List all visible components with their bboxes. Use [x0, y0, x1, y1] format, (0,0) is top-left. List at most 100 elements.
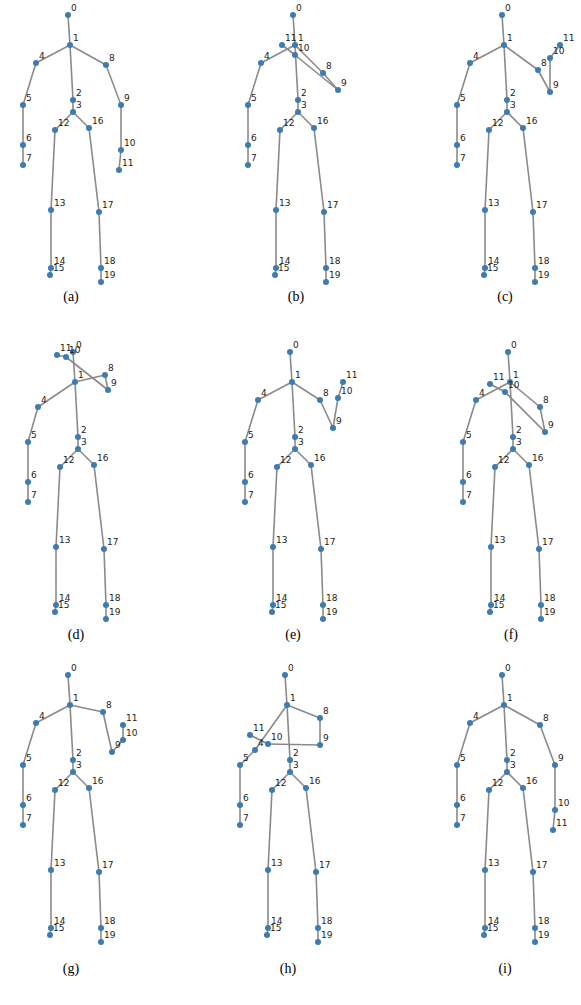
joint-number: 4	[39, 712, 45, 721]
joint-dot	[481, 932, 487, 938]
joint-number: 15	[493, 601, 504, 610]
joint-dot	[48, 867, 54, 873]
joint-dot	[25, 439, 31, 445]
joint-number: 3	[301, 101, 307, 110]
joint-number: 12	[58, 119, 69, 128]
joint-number: 12	[58, 779, 69, 788]
joint-number: 19	[321, 931, 332, 940]
joint-number: 17	[102, 201, 113, 210]
bone-line	[491, 467, 495, 547]
joint-number: 13	[494, 536, 505, 545]
joint-dot	[96, 209, 102, 215]
joint-dot	[320, 70, 326, 76]
joint-dot	[538, 602, 544, 608]
joint-dot	[289, 379, 295, 385]
joint-dot	[320, 602, 326, 608]
joint-number: 10	[553, 47, 564, 56]
joint-dot	[535, 67, 541, 73]
joint-dot	[72, 379, 78, 385]
bone-line	[239, 765, 241, 805]
joint-dot	[532, 939, 538, 945]
joint-dot	[237, 762, 243, 768]
joint-number: 11	[253, 724, 264, 733]
joint-dot	[492, 464, 498, 470]
joint-number: 8	[106, 701, 112, 710]
joint-number: 11	[285, 34, 296, 43]
joint-number: 2	[298, 426, 304, 435]
bone-line	[457, 63, 470, 105]
joint-number: 11	[563, 34, 574, 43]
joint-dot	[277, 127, 283, 133]
bone-line	[510, 382, 513, 437]
joint-number: 12	[63, 456, 74, 465]
joint-number: 6	[248, 471, 254, 480]
joint-number: 15	[487, 264, 498, 273]
bone-line	[247, 105, 249, 145]
bone-line	[103, 712, 112, 752]
joint-number: 1	[513, 371, 519, 380]
joint-number: 8	[108, 364, 114, 373]
skeleton	[242, 349, 346, 622]
joint-number: 18	[326, 594, 337, 603]
skeleton	[454, 12, 563, 285]
bone-line	[504, 45, 538, 70]
joint-dot	[20, 142, 26, 148]
bone-line	[23, 63, 36, 105]
bone-line	[51, 790, 55, 870]
joint-number: 17	[327, 201, 338, 210]
joint-number: 4	[261, 389, 267, 398]
joint-dot	[25, 499, 31, 505]
joint-number: 19	[326, 608, 337, 617]
joint-number: 12	[280, 456, 291, 465]
bone-line	[99, 872, 101, 928]
joint-dot	[25, 479, 31, 485]
joint-number: 15	[275, 601, 286, 610]
joint-number: 5	[251, 94, 257, 103]
bone-line	[245, 400, 258, 442]
skeleton	[237, 672, 323, 945]
joint-number: 17	[319, 861, 330, 870]
joint-dot	[70, 109, 76, 115]
joint-number: 6	[460, 134, 466, 143]
bone-line	[99, 212, 101, 268]
joint-dot	[536, 546, 542, 552]
joint-number: 4	[264, 52, 270, 61]
joint-number: 18	[321, 917, 332, 926]
bone-line	[94, 465, 104, 549]
joint-number: 3	[81, 438, 87, 447]
joint-number: 6	[26, 794, 32, 803]
bone-line	[66, 357, 108, 390]
joint-dot	[70, 757, 76, 763]
bone-line	[549, 58, 551, 92]
joint-dot	[502, 389, 508, 395]
joint-dot	[547, 55, 553, 61]
joint-dot	[330, 425, 336, 431]
joint-number: 8	[323, 389, 329, 398]
joint-dot	[318, 546, 324, 552]
bone-line	[457, 723, 470, 765]
bone-line	[540, 725, 555, 765]
joint-dot	[460, 439, 466, 445]
bone-line	[267, 870, 269, 928]
joint-number: 8	[541, 59, 547, 68]
bone-line	[311, 465, 321, 549]
joint-number: 16	[526, 777, 537, 786]
joint-dot	[532, 265, 538, 271]
joint-number: 0	[71, 4, 77, 13]
joint-dot	[323, 279, 329, 285]
joint-dot	[473, 397, 479, 403]
joint-number: 10	[508, 381, 519, 390]
bone-line	[73, 772, 89, 788]
joint-dot	[520, 125, 526, 131]
joint-dot	[86, 125, 92, 131]
joint-number: 7	[26, 814, 32, 823]
joint-number: 16	[526, 117, 537, 126]
joint-dot	[269, 609, 275, 615]
joint-number: 19	[104, 271, 115, 280]
joint-dot	[467, 60, 473, 66]
bone-line	[306, 788, 316, 872]
joint-dot	[454, 162, 460, 168]
joint-dot	[109, 749, 115, 755]
joint-dot	[63, 354, 69, 360]
joint-dot	[245, 162, 251, 168]
